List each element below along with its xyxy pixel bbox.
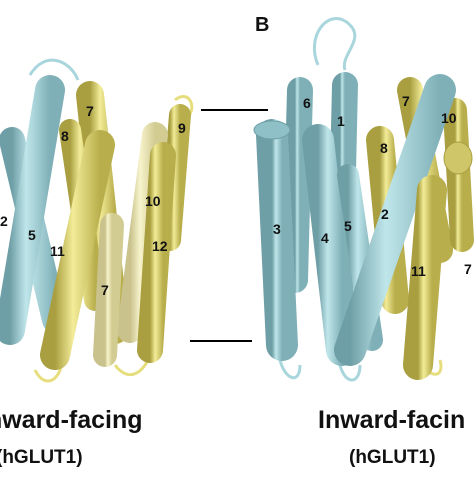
helix-label: 9	[178, 120, 186, 136]
helix-label: 5	[28, 227, 36, 243]
helix-label: 7	[101, 282, 109, 298]
helix-label: 5	[344, 218, 352, 234]
right-caption-subtitle: (hGLUT1)	[349, 447, 436, 468]
helix-label: 3	[273, 221, 281, 237]
helix-label: 7	[86, 103, 94, 119]
helix-10	[443, 98, 474, 252]
helix-label: 10	[441, 110, 457, 126]
helix-label: 11	[50, 243, 65, 259]
helix-label: 2	[381, 206, 389, 222]
helix-label: 1	[337, 113, 345, 129]
helix-label: 8	[380, 140, 388, 156]
helix-7-lower	[93, 213, 124, 367]
loop	[312, 17, 357, 71]
helix-6	[282, 77, 313, 293]
loop	[28, 58, 80, 81]
helix-3	[256, 119, 298, 361]
helix-label: 7	[402, 93, 410, 109]
helix-12	[137, 142, 176, 363]
helix-label: 6	[303, 95, 311, 111]
loop	[278, 359, 302, 379]
helix-end	[443, 141, 473, 175]
helix-label: 12	[152, 238, 168, 254]
left-caption-title: Inward-facing	[0, 406, 143, 434]
right-caption-title: Inward-facin	[318, 406, 466, 434]
helix-label: 7	[464, 261, 472, 277]
helix-label: 4	[321, 230, 329, 246]
helix-11	[403, 175, 447, 380]
helix-label: 10	[145, 193, 161, 209]
left-structure: 7 8 9 10 2 5 11 12 7	[0, 58, 194, 383]
helix-label: 11	[411, 263, 426, 279]
left-caption-subtitle: (hGLUT1)	[0, 447, 83, 468]
panel-label: B	[255, 14, 270, 36]
helix-2	[334, 74, 456, 366]
helix	[0, 75, 65, 345]
loop	[338, 364, 362, 382]
helix-label: 2	[0, 213, 8, 229]
helix-3-top	[253, 120, 291, 140]
right-structure: 6 1 7 10 8 3 4 5 2 11 7	[253, 17, 474, 382]
helix-11	[40, 130, 115, 370]
helix-label: 8	[61, 128, 69, 144]
helix-4	[302, 124, 358, 366]
